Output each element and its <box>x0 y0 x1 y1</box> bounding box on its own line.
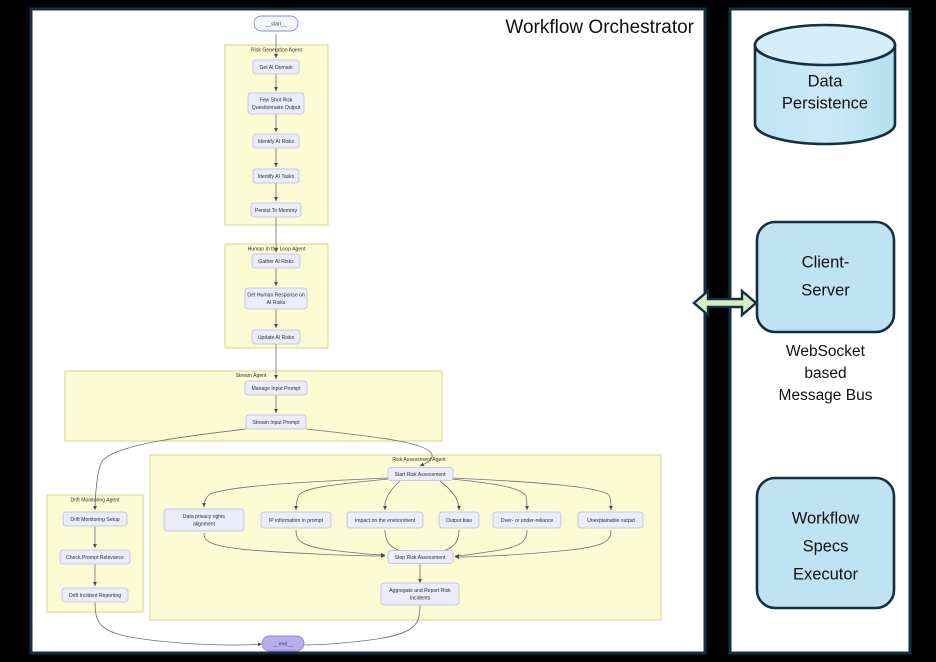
component-label: Client- <box>802 253 850 271</box>
node-label: alignment <box>193 521 216 527</box>
component-data-persistence[interactable]: Data Persistence <box>753 23 897 146</box>
node-stream-input-prompt[interactable]: Stream Input Prompt <box>245 414 307 430</box>
node-drift-incident-reporting[interactable]: Drift Incident Reporting <box>61 587 129 603</box>
node-label: Get AI Domain <box>259 65 292 71</box>
component-label: Executor <box>793 565 859 583</box>
node-label: AI Risks <box>267 300 286 306</box>
node-identify-ai-tasks[interactable]: Identify AI Tasks <box>252 168 300 184</box>
terminal-end: __end__ <box>261 635 305 652</box>
node-label: IP information in prompt <box>269 518 324 524</box>
component-label: Persistence <box>782 94 868 112</box>
node-persist-to-memory[interactable]: Persist To Memory <box>250 202 302 218</box>
node-data-privacy-rights-alignment[interactable]: Data privacy rights alignment <box>163 508 245 532</box>
node-label: Few Shot Risk <box>260 97 293 103</box>
node-stop-risk-assessment[interactable]: Stop Risk Assessment <box>387 550 454 564</box>
node-label: Aggregate and Report Risk <box>389 588 451 594</box>
component-label: Data <box>808 72 844 90</box>
node-label: Drift Monitoring Setup <box>70 517 119 523</box>
node-unexplainable-output[interactable]: Unexplainable output <box>577 511 644 529</box>
node-aggregate-and-report-risk-incidents[interactable]: Aggregate and Report Risk Incidents <box>380 582 460 606</box>
node-label: Questionnaire Output <box>252 105 301 111</box>
page-title: Workflow Orchestrator <box>505 17 694 38</box>
cluster-label: Stream Agent <box>236 373 267 379</box>
node-identify-ai-risks[interactable]: Identify AI Risks <box>252 133 300 149</box>
node-label: Start Risk Assessment <box>395 472 447 478</box>
start-node-label: __start__ <box>264 21 287 27</box>
end-node-label: __end__ <box>272 641 293 647</box>
cluster-label: Risk Assessment Agent <box>392 457 446 463</box>
node-manage-input-prompt[interactable]: Manage Input Prompt <box>244 380 308 396</box>
node-label: Over- or under-reliance <box>501 518 554 524</box>
node-label: Manage Input Prompt <box>252 386 302 392</box>
node-label: Gather AI Risks <box>258 259 294 265</box>
cluster-risk-assessment-agent: Risk Assessment Agent <box>149 454 662 621</box>
node-few-shot-risk-questionnaire-output[interactable]: Few Shot Risk Questionnaire Output <box>247 92 305 115</box>
bus-caption-line: based <box>804 365 846 382</box>
cluster-label: Risk Generation Agent <box>251 47 303 53</box>
bidirectional-arrow-icon <box>692 288 758 318</box>
node-label: Drift Incident Reporting <box>69 593 121 599</box>
node-drift-monitoring-setup[interactable]: Drift Monitoring Setup <box>62 511 128 527</box>
component-label: Specs <box>803 537 849 555</box>
component-label: Workflow <box>792 509 860 527</box>
node-update-ai-risks[interactable]: Update AI Risks <box>251 329 301 345</box>
node-get-ai-domain[interactable]: Get AI Domain <box>252 59 300 75</box>
node-label: Identify AI Tasks <box>258 174 295 180</box>
component-label: Server <box>801 281 850 299</box>
node-label: Incidents <box>410 595 431 601</box>
bus-caption-line: Message Bus <box>779 387 873 404</box>
node-label: Stream Input Prompt <box>253 420 301 426</box>
node-label: Persist To Memory <box>255 208 298 214</box>
component-workflow-specs-executor[interactable]: Workflow Specs Executor <box>755 476 896 610</box>
node-label: Unexplainable output <box>587 518 635 524</box>
component-client-server[interactable]: Client- Server <box>755 220 896 334</box>
node-label: Update AI Risks <box>258 335 295 341</box>
bus-caption-line: WebSocket <box>786 343 866 360</box>
node-ip-information-in-prompt[interactable]: IP information in prompt <box>260 511 332 529</box>
node-start-risk-assessment[interactable]: Start Risk Assessment <box>387 467 454 481</box>
edge-layer <box>93 34 613 647</box>
node-label: Output bias <box>446 518 473 524</box>
node-label: Get Human Response on <box>247 292 305 298</box>
node-label: Stop Risk Assessment <box>395 555 446 561</box>
node-output-bias[interactable]: Output bias <box>438 511 480 529</box>
node-over-or-under-reliance[interactable]: Over- or under-reliance <box>492 511 562 529</box>
node-gather-ai-risks[interactable]: Gather AI Risks <box>251 253 301 269</box>
node-check-prompt-relevance[interactable]: Check Prompt Relevance <box>59 549 131 565</box>
bus-caption: WebSocket based Message Bus <box>779 343 873 404</box>
node-label: Impact on the environment <box>355 518 416 524</box>
node-impact-on-the-environment[interactable]: Impact on the environment <box>346 511 424 529</box>
node-label: Identify AI Risks <box>258 139 295 145</box>
node-label: Data privacy rights <box>183 514 226 520</box>
node-label: Check Prompt Relevance <box>66 555 124 561</box>
cluster-label: Human In the Loop Agent <box>248 246 306 252</box>
node-get-human-response-on-ai-risks[interactable]: Get Human Response on AI Risks <box>244 287 308 310</box>
terminal-start: __start__ <box>253 15 299 32</box>
